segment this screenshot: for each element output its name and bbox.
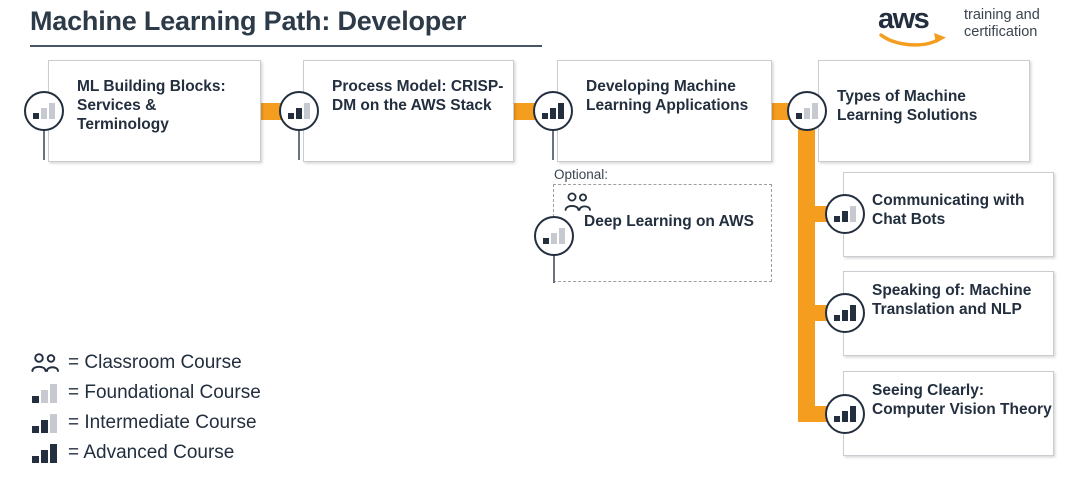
course-title: ML Building Blocks: Services & Terminolo… [77, 78, 226, 133]
page-title: Machine Learning Path: Developer [30, 6, 467, 36]
legend-item-foundational: = Foundational Course [30, 379, 360, 409]
badge-stem [552, 128, 554, 160]
course-box-communicating-with-chat-bots[interactable]: Communicating with Chat Bots [843, 172, 1054, 257]
legend-item-advanced: = Advanced Course [30, 439, 360, 469]
aws-logo: aws training and certification [878, 5, 1074, 51]
optional-label: Optional: [554, 167, 609, 182]
badge-stem [553, 253, 555, 283]
connector-branch-trunk [798, 112, 815, 422]
aws-tagline-line1: training and [964, 7, 1040, 23]
badge-stem [298, 128, 300, 160]
level-bars-icon [543, 228, 565, 244]
level-badge-intermediate [825, 194, 865, 234]
course-title: Communicating with Chat Bots [872, 192, 1025, 228]
level-bars-icon [834, 406, 856, 422]
level-badge-foundational [534, 216, 574, 256]
aws-tagline: training and certification [964, 7, 1040, 41]
aws-wordmark: aws [878, 3, 930, 35]
level-bars-icon [834, 206, 856, 222]
level-bars-icon [796, 103, 818, 119]
classroom-course-icon [31, 353, 59, 372]
course-box-developing-ml-apps[interactable]: Developing Machine Learning Applications [557, 60, 772, 162]
level-badge-advanced [825, 293, 865, 333]
badge-stem [43, 128, 45, 160]
course-title: Process Model: CRISP-DM on the AWS Stack [332, 78, 504, 114]
legend-label: = Classroom Course [68, 352, 242, 373]
legend-item-intermediate: = Intermediate Course [30, 409, 360, 439]
aws-swoosh-icon [879, 33, 946, 47]
course-box-process-model[interactable]: Process Model: CRISP-DM on the AWS Stack [303, 60, 514, 162]
course-title: Types of Machine Learning Solutions [837, 88, 978, 124]
course-box-computer-vision-theory[interactable]: Seeing Clearly: Computer Vision Theory [843, 371, 1054, 456]
level-badge-foundational [787, 91, 827, 131]
classroom-course-icon [564, 192, 591, 211]
course-box-types-of-ml-solutions[interactable]: Types of Machine Learning Solutions [818, 60, 1030, 162]
legend: = Classroom Course = Foundational Course… [30, 349, 360, 469]
legend-item-classroom: = Classroom Course [30, 349, 360, 379]
level-bars-icon [33, 103, 55, 119]
level-badge-advanced [533, 91, 573, 131]
foundational-course-icon [30, 382, 64, 404]
course-box-ml-building-blocks[interactable]: ML Building Blocks: Services & Terminolo… [48, 60, 261, 162]
intermediate-course-icon [30, 412, 64, 434]
advanced-course-icon [30, 442, 64, 464]
course-title: Seeing Clearly: Computer Vision Theory [872, 382, 1052, 418]
level-bars-icon [834, 305, 856, 321]
level-bars-icon [542, 103, 564, 119]
legend-label: = Foundational Course [68, 382, 261, 403]
level-bars-icon [288, 103, 310, 119]
course-title: Speaking of: Machine Translation and NLP [872, 282, 1032, 318]
legend-label: = Advanced Course [68, 442, 235, 463]
aws-tagline-line2: certification [964, 24, 1038, 40]
course-box-machine-translation-nlp[interactable]: Speaking of: Machine Translation and NLP [843, 271, 1054, 356]
level-badge-foundational [24, 91, 64, 131]
course-box-deep-learning-on-aws[interactable]: Deep Learning on AWS [553, 184, 772, 282]
level-badge-advanced [825, 394, 865, 434]
course-title: Deep Learning on AWS [584, 213, 754, 230]
legend-label: = Intermediate Course [68, 412, 257, 433]
title-underline [30, 45, 542, 47]
course-title: Developing Machine Learning Applications [586, 78, 749, 114]
level-badge-intermediate [279, 91, 319, 131]
